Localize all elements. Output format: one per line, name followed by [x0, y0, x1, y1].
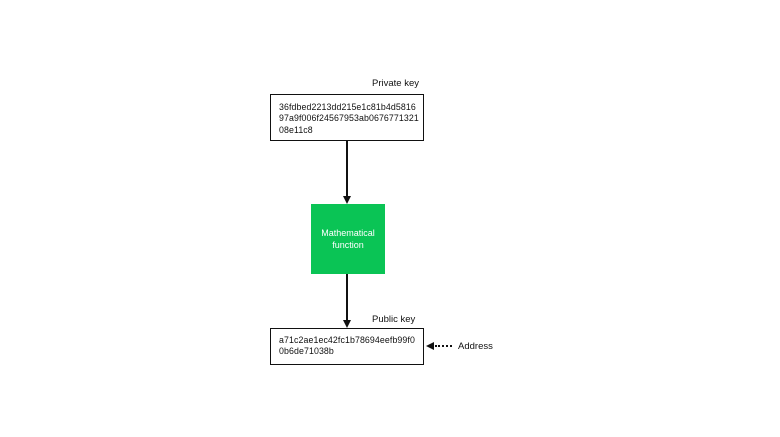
dotted-line — [435, 345, 452, 347]
public-key-label: Public key — [372, 314, 416, 325]
private-key-box: 36fdbed2213dd215e1c81b4d5816 97a9f006f24… — [270, 94, 424, 141]
mathematical-function-box: Mathematical function — [311, 204, 385, 274]
private-key-label: Private key — [372, 78, 419, 89]
public-key-box: a71c2ae1ec42fc1b78694eefb99f0 0b6de71038… — [270, 328, 424, 365]
address-label: Address — [458, 341, 493, 352]
arrow-line — [346, 141, 348, 197]
arrow-line — [346, 274, 348, 321]
arrowhead-down-icon — [342, 196, 351, 204]
mathematical-function-label: Mathematical function — [321, 228, 375, 250]
private-key-value: 36fdbed2213dd215e1c81b4d5816 97a9f006f24… — [279, 102, 419, 135]
arrowhead-down-icon — [342, 320, 351, 328]
public-key-value: a71c2ae1ec42fc1b78694eefb99f0 0b6de71038… — [279, 335, 415, 357]
arrowhead-left-icon — [426, 341, 434, 350]
